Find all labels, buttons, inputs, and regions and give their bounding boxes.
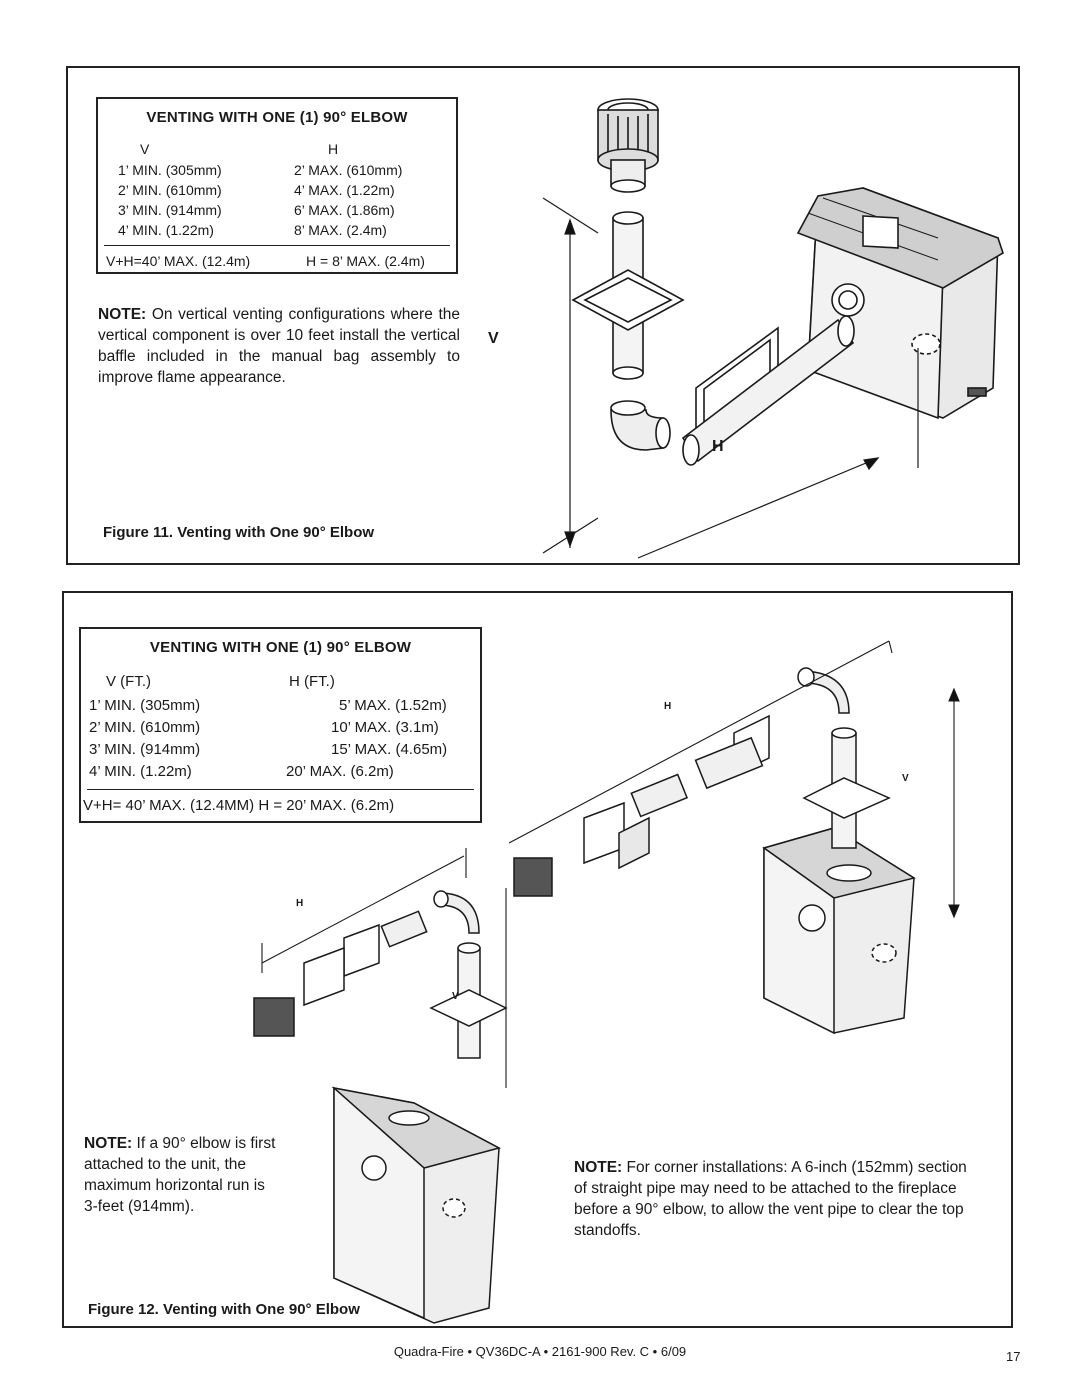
fig11-dim-v-label: V bbox=[488, 330, 499, 347]
fig11-venting-table: VENTING WITH ONE (1) 90° ELBOW V H 1’ MI… bbox=[96, 97, 458, 274]
fig12-upper-horizontal-run bbox=[513, 714, 770, 897]
fig12-dim-v-lower-label: V bbox=[452, 991, 459, 1002]
page-footer: Quadra-Fire • QV36DC-A • 2161-900 Rev. C… bbox=[393, 1344, 687, 1359]
fig12-caption: Figure 12. Venting with One 90° Elbow bbox=[88, 1301, 360, 1318]
fig12-upper-elbow bbox=[797, 667, 850, 714]
fig11-table-divider bbox=[104, 245, 450, 246]
fig11-note: NOTE: On vertical venting configurations… bbox=[98, 304, 460, 388]
fig12-v-value: 3’ MIN. (914mm) bbox=[89, 741, 201, 758]
figure-12-panel: VENTING WITH ONE (1) 90° ELBOW V (FT.) H… bbox=[62, 591, 1013, 1328]
fig11-v-value: 3’ MIN. (914mm) bbox=[118, 202, 222, 218]
fig12-note-right-label: NOTE: bbox=[574, 1159, 623, 1176]
fig12-dim-h-lower-label: H bbox=[296, 898, 304, 909]
fig11-total-left: V+H=40’ MAX. (12.4m) bbox=[106, 253, 251, 269]
fig12-upper-diagram bbox=[508, 640, 960, 1035]
fig11-note-text: On vertical venting configurations where… bbox=[98, 306, 460, 386]
page-number: 17 bbox=[1006, 1349, 1021, 1364]
fig12-lower-fireplace-unit bbox=[331, 1086, 502, 1324]
fig12-h-value: 15’ MAX. (4.65m) bbox=[331, 741, 448, 758]
fig12-upper-vertical-pipe bbox=[802, 727, 891, 849]
fig12-lower-elbow bbox=[433, 890, 480, 934]
fig11-dimension-lines bbox=[542, 197, 919, 559]
fig12-lower-horizontal-run bbox=[253, 910, 428, 1037]
fig12-lower-dimension-lines bbox=[261, 848, 507, 1088]
fig12-note-right-text: For corner installations: A 6-inch (152m… bbox=[574, 1159, 967, 1239]
fig11-h-value: 4’ MAX. (1.22m) bbox=[294, 182, 395, 198]
fig12-table-row: 1’ MIN. (305mm) 5’ MAX. (1.52m) bbox=[81, 697, 480, 718]
fig11-venting-diagram bbox=[542, 98, 1004, 559]
fig12-venting-table: VENTING WITH ONE (1) 90° ELBOW V (FT.) H… bbox=[79, 627, 482, 823]
fig12-table-title: VENTING WITH ONE (1) 90° ELBOW bbox=[149, 639, 412, 656]
fig11-vertical-pipe bbox=[571, 211, 685, 380]
fig12-total: V+H= 40’ MAX. (12.4MM) H = 20’ MAX. (6.2… bbox=[83, 797, 395, 814]
fig11-table-row: 3’ MIN. (914mm) 6’ MAX. (1.86m) bbox=[98, 202, 456, 223]
fig12-col-v-header: V (FT.) bbox=[106, 673, 151, 690]
fig12-h-value: 10’ MAX. (3.1m) bbox=[331, 719, 439, 736]
fig12-v-value: 2’ MIN. (610mm) bbox=[89, 719, 201, 736]
fig11-fireplace-unit bbox=[796, 187, 1004, 420]
fig11-note-label: NOTE: bbox=[98, 306, 147, 323]
fig12-lower-diagram bbox=[253, 848, 508, 1324]
fig11-v-value: 1’ MIN. (305mm) bbox=[118, 162, 222, 178]
fig12-table-row: 2’ MIN. (610mm) 10’ MAX. (3.1m) bbox=[81, 719, 480, 740]
fig12-dim-v-upper-label: V bbox=[902, 773, 909, 784]
fig11-table-title: VENTING WITH ONE (1) 90° ELBOW bbox=[146, 109, 408, 126]
fig11-elbow bbox=[610, 400, 671, 451]
fig12-v-value: 4’ MIN. (1.22m) bbox=[89, 763, 192, 780]
fig11-dim-h-label: H bbox=[712, 438, 724, 455]
fig12-note-right: NOTE: For corner installations: A 6-inch… bbox=[574, 1157, 979, 1241]
fig11-caption: Figure 11. Venting with One 90° Elbow bbox=[103, 524, 375, 541]
fig12-lower-vertical-pipe bbox=[429, 942, 508, 1059]
fig11-table-row: 4’ MIN. (1.22m) 8’ MAX. (2.4m) bbox=[98, 222, 456, 243]
fig11-h-value: 2’ MAX. (610mm) bbox=[294, 162, 403, 178]
fig11-horizontal-pipe bbox=[681, 315, 855, 466]
fig12-note-left: NOTE: If a 90° elbow is first attached t… bbox=[84, 1133, 279, 1217]
fig11-table-row: 1’ MIN. (305mm) 2’ MAX. (610mm) bbox=[98, 162, 456, 183]
fig12-h-value: 20’ MAX. (6.2m) bbox=[286, 763, 394, 780]
fig12-dim-h-upper-label: H bbox=[664, 701, 672, 712]
fig11-v-value: 2’ MIN. (610mm) bbox=[118, 182, 222, 198]
fig12-upper-dimension-lines bbox=[508, 640, 960, 919]
figure-11-panel: VENTING WITH ONE (1) 90° ELBOW V H 1’ MI… bbox=[66, 66, 1020, 565]
fig11-col-h-header: H bbox=[328, 141, 339, 157]
fig12-col-h-header: H (FT.) bbox=[289, 673, 335, 690]
fig11-table-row: 2’ MIN. (610mm) 4’ MAX. (1.22m) bbox=[98, 182, 456, 203]
fig12-upper-fireplace-unit bbox=[762, 827, 916, 1035]
fig11-col-v-header: V bbox=[140, 141, 150, 157]
fig11-termination-cap bbox=[597, 98, 659, 193]
fig12-note-left-text: If a 90° elbow is first attached to the … bbox=[84, 1135, 276, 1215]
fig12-v-value: 1’ MIN. (305mm) bbox=[89, 697, 201, 714]
fig11-v-value: 4’ MIN. (1.22m) bbox=[118, 222, 214, 238]
fig11-h-value: 8’ MAX. (2.4m) bbox=[294, 222, 387, 238]
fig12-note-left-label: NOTE: bbox=[84, 1135, 133, 1152]
fig12-table-divider bbox=[87, 789, 474, 790]
fig12-table-row: 3’ MIN. (914mm) 15’ MAX. (4.65m) bbox=[81, 741, 480, 762]
fig12-h-value: 5’ MAX. (1.52m) bbox=[339, 697, 447, 714]
fig11-total-right: H = 8’ MAX. (2.4m) bbox=[306, 253, 425, 269]
fig11-h-value: 6’ MAX. (1.86m) bbox=[294, 202, 395, 218]
fig12-table-row: 4’ MIN. (1.22m) 20’ MAX. (6.2m) bbox=[81, 763, 480, 784]
